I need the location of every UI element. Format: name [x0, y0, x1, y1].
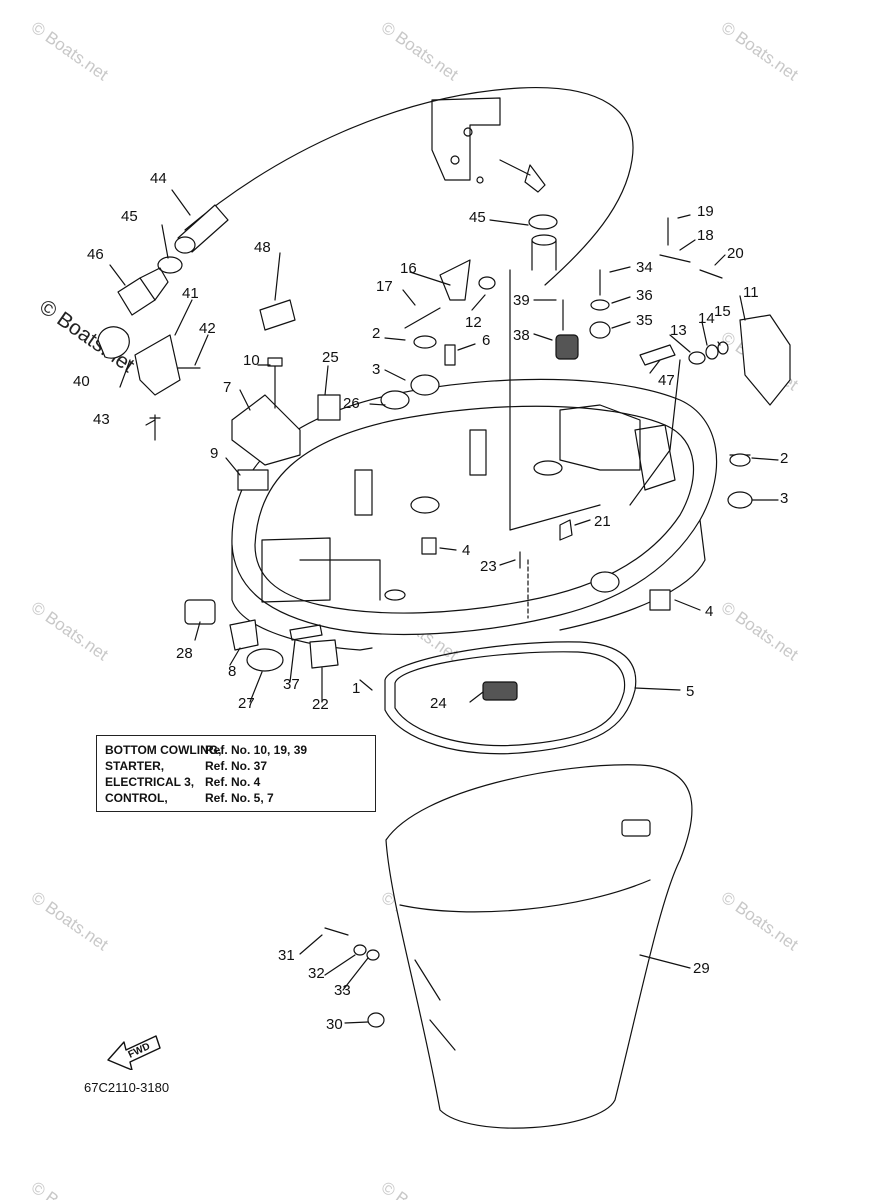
callout-47: 47: [658, 372, 675, 389]
top-cowling-bracket: [431, 97, 501, 181]
callout-24: 24: [430, 695, 447, 712]
watermark: © Boats.net: [28, 598, 112, 665]
callout-12: 12: [465, 314, 482, 331]
callout-3: 3: [372, 361, 380, 378]
reference-name: BOTTOM COWLING,: [105, 743, 222, 757]
reference-numbers: Ref. No. 10, 19, 39: [205, 743, 308, 757]
callout-32: 32: [308, 965, 325, 982]
callout-27: 27: [238, 695, 255, 712]
control-cover: [231, 394, 301, 466]
top-cowling-outline: [184, 87, 634, 286]
callout-41: 41: [182, 285, 199, 302]
callout-30: 30: [326, 1016, 343, 1033]
part-code: 67C2110-3180: [84, 1080, 170, 1095]
callout-36: 36: [636, 287, 653, 304]
callout-44: 44: [150, 170, 167, 187]
callout-13: 13: [670, 322, 687, 339]
callout-43: 43: [93, 411, 110, 428]
callout-10: 10: [243, 352, 260, 369]
callout-9: 9: [210, 445, 218, 462]
callout-22: 22: [312, 696, 329, 713]
reference-row: ELECTRICAL 3, Ref. No. 4: [105, 774, 367, 790]
callout-33: 33: [334, 982, 351, 999]
watermark: © Boats.net: [718, 888, 802, 955]
lower-cowling: [385, 764, 693, 1129]
bracket: [134, 334, 181, 396]
forward-arrow-icon: FWD: [107, 1035, 161, 1070]
watermark: © Boats.net: [378, 18, 462, 85]
reference-name: ELECTRICAL 3,: [105, 775, 195, 789]
reference-row: BOTTOM COWLING, Ref. No. 10, 19, 39: [105, 742, 367, 758]
reference-name: STARTER,: [105, 759, 165, 773]
callout-39: 39: [513, 292, 530, 309]
callout-37: 37: [283, 676, 300, 693]
callout-42: 42: [199, 320, 216, 337]
callout-40: 40: [73, 373, 90, 390]
callout-48: 48: [254, 239, 271, 256]
reference-box: BOTTOM COWLING, Ref. No. 10, 19, 39 STAR…: [96, 735, 376, 812]
callout-23: 23: [480, 558, 497, 575]
reference-row: CONTROL, Ref. No. 5, 7: [105, 790, 367, 806]
callout-21: 21: [594, 513, 611, 530]
callout-4: 4: [462, 542, 470, 559]
callout-8: 8: [228, 663, 236, 680]
callout-38: 38: [513, 327, 530, 344]
callout-11: 11: [743, 284, 759, 301]
callout-5: 5: [686, 683, 694, 700]
callout-numbers: 1 2 2 3 3 4 4 5 6 7 8 9 10 11 12 13 14 1…: [73, 170, 788, 1033]
callout-26: 26: [343, 395, 360, 412]
callout-14: 14: [698, 310, 715, 327]
reference-numbers: Ref. No. 37: [205, 759, 268, 773]
callout-25: 25: [322, 349, 339, 366]
watermark: © Boats.net: [28, 888, 112, 955]
gasket: [384, 641, 637, 755]
callout-15: 15: [714, 303, 731, 320]
reference-row: STARTER, Ref. No. 37: [105, 758, 367, 774]
callout-46: 46: [87, 246, 104, 263]
callout-2: 2: [372, 325, 380, 342]
reference-numbers: Ref. No. 5, 7: [205, 791, 274, 805]
callout-16: 16: [400, 260, 417, 277]
callout-1: 1: [352, 680, 360, 697]
callout-6: 6: [482, 332, 490, 349]
callout-20: 20: [727, 245, 744, 262]
watermark: © Boats.net: [28, 1178, 112, 1200]
watermark: © Boats.net: [718, 18, 802, 85]
callout-19: 19: [697, 203, 714, 220]
reference-name: CONTROL,: [105, 791, 168, 805]
reference-numbers: Ref. No. 4: [205, 775, 261, 789]
callout-7: 7: [223, 379, 231, 396]
watermark: © Boats.net: [378, 1178, 462, 1200]
callout-45: 45: [469, 209, 486, 226]
control-lever: [739, 314, 791, 406]
callout-17: 17: [376, 278, 393, 295]
watermark: © Boats.net: [28, 18, 112, 85]
callout-18: 18: [697, 227, 714, 244]
watermark: © Boats.net: [718, 598, 802, 665]
callout-35: 35: [636, 312, 653, 329]
callout-45: 45: [121, 208, 138, 225]
callout-2: 2: [780, 450, 788, 467]
callout-28: 28: [176, 645, 193, 662]
callout-29: 29: [693, 960, 710, 977]
callout-4: 4: [705, 603, 713, 620]
bottom-cowling: [231, 378, 718, 636]
callout-34: 34: [636, 259, 653, 276]
callout-31: 31: [278, 947, 295, 964]
callout-3: 3: [780, 490, 788, 507]
